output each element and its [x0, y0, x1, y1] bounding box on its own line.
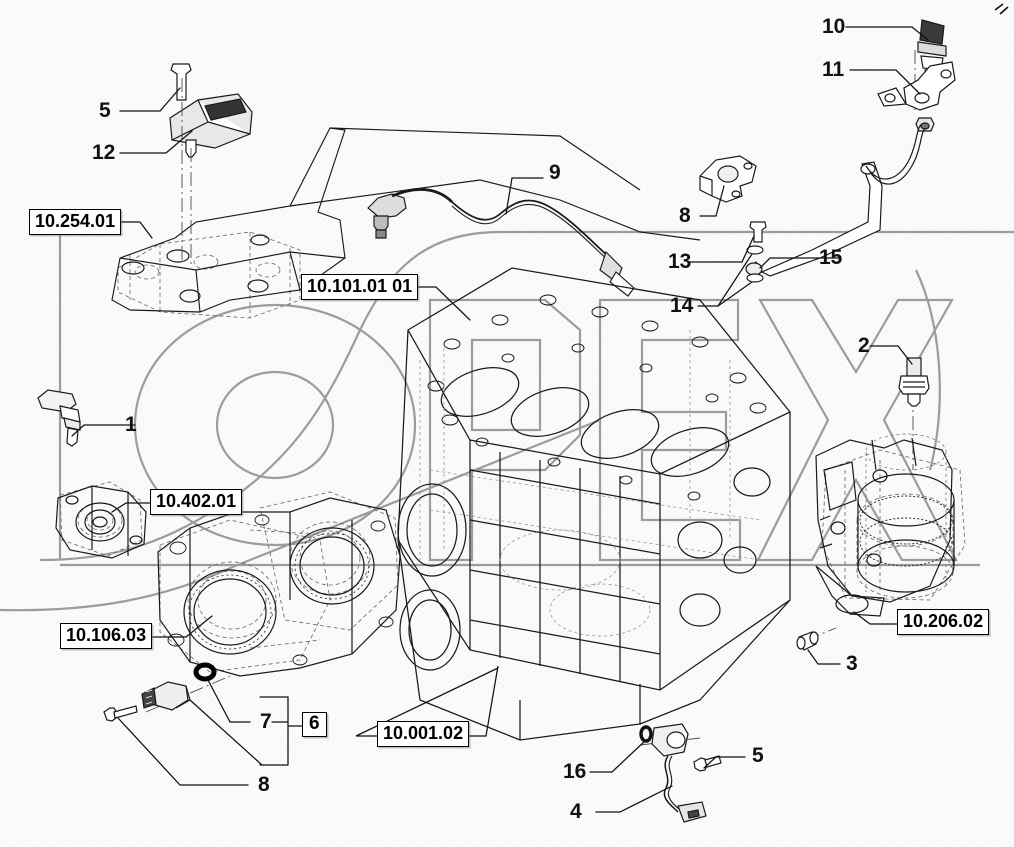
- callout-number-8-top[interactable]: 8: [679, 204, 691, 227]
- callout-number-5-top[interactable]: 5: [99, 99, 111, 122]
- crank-sensor-item-4: [651, 723, 707, 823]
- corner-tick-mark: [994, 3, 1009, 15]
- sensor-item-2: [898, 357, 930, 407]
- callout-number-13[interactable]: 13: [668, 250, 692, 273]
- tube-joint: [915, 117, 935, 132]
- engine-block: [397, 267, 791, 741]
- callout-number-15[interactable]: 15: [819, 246, 843, 269]
- timing-housing: [157, 497, 401, 677]
- callout-number-8-bottom[interactable]: 8: [258, 773, 270, 796]
- plug-item-3: [796, 631, 819, 651]
- reference-label-10-254-01[interactable]: 10.254.01: [29, 209, 122, 235]
- callout-number-12[interactable]: 12: [92, 141, 116, 164]
- reference-label-10-001-02[interactable]: 10.001.02: [377, 721, 470, 747]
- callout-number-4[interactable]: 4: [570, 800, 582, 823]
- o-ring-item-7: [193, 662, 217, 682]
- bolt-item-5-bottom: [693, 755, 722, 772]
- oil-filter-housing: [815, 437, 955, 617]
- callout-number-9[interactable]: 9: [549, 161, 561, 184]
- reference-label-10-206-02[interactable]: 10.206.02: [897, 609, 990, 635]
- temperature-sensor-item-1: [37, 389, 81, 447]
- callout-number-6-box[interactable]: 6: [302, 712, 327, 737]
- reference-label-10-106-03[interactable]: 10.106.03: [60, 623, 153, 649]
- oil-tube-assembly: [745, 123, 927, 277]
- callout-number-3[interactable]: 3: [846, 652, 858, 675]
- callout-number-16[interactable]: 16: [563, 760, 587, 783]
- bracket-item-8-top: [699, 155, 757, 203]
- callout-number-14[interactable]: 14: [670, 294, 694, 317]
- sensor-cable-item-9: [367, 188, 635, 297]
- speed-sensor-item-6: [141, 681, 191, 711]
- reference-label-10-101-01-01[interactable]: 10.101.01 01: [301, 274, 419, 300]
- hidden-edges: [59, 231, 966, 673]
- callout-number-10[interactable]: 10: [822, 15, 846, 38]
- bracket-item-11: [877, 61, 956, 111]
- callout-number-5-bottom[interactable]: 5: [752, 744, 764, 767]
- oil-pump: [55, 485, 147, 559]
- reference-label-10-402-01[interactable]: 10.402.01: [150, 489, 243, 515]
- leader-lines: [71, 26, 929, 813]
- o-ring-item-16: [639, 725, 653, 743]
- callout-number-1[interactable]: 1: [125, 413, 137, 436]
- block-hidden-detail: [419, 330, 761, 637]
- callout-number-11[interactable]: 11: [822, 58, 845, 81]
- callout-number-7[interactable]: 7: [260, 710, 272, 733]
- bolt-item-8-bottom: [103, 705, 138, 722]
- callout-number-2[interactable]: 2: [858, 334, 870, 357]
- leader-line-10-001-02: [462, 665, 499, 737]
- map-sensor-assembly: [169, 63, 253, 158]
